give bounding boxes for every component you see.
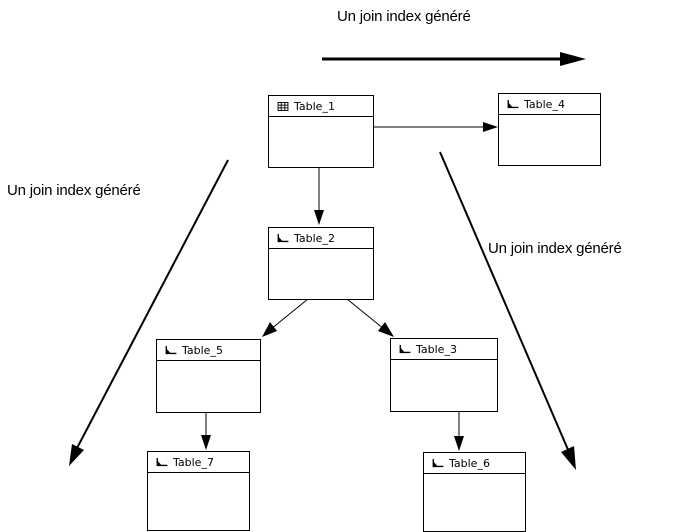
dimension-table-icon	[399, 344, 411, 353]
caption-top: Un join index généré	[337, 8, 471, 25]
table-node-table-6[interactable]: Table_6	[423, 452, 526, 532]
table-name: Table_4	[524, 97, 565, 111]
table-header: Table_5	[157, 340, 260, 361]
reference-table2-table3	[346, 298, 394, 337]
table-name: Table_5	[182, 343, 223, 357]
table-node-table-5[interactable]: Table_5	[156, 339, 261, 413]
dimension-table-icon	[165, 345, 177, 354]
reference-table1-table4	[373, 122, 498, 132]
dimension-table-icon	[277, 233, 289, 242]
table-name: Table_3	[416, 342, 457, 356]
table-header: Table_4	[499, 94, 600, 115]
table-node-table-7[interactable]: Table_7	[147, 451, 250, 531]
table-header: Table_1	[269, 96, 373, 117]
reference-table2-table5	[262, 298, 309, 337]
join-index-arrow-top	[322, 52, 586, 66]
table-name: Table_2	[294, 231, 335, 245]
table-header: Table_3	[391, 339, 497, 360]
table-name: Table_1	[294, 99, 335, 113]
reference-table1-table2	[314, 168, 324, 225]
join-index-arrow-right	[439, 151, 576, 470]
caption-right: Un join index généré	[488, 240, 622, 257]
fact-table-icon	[277, 101, 289, 111]
table-node-table-3[interactable]: Table_3	[390, 338, 498, 412]
dimension-table-icon	[432, 458, 444, 467]
table-header: Table_2	[269, 228, 373, 249]
reference-table5-table7	[201, 412, 211, 450]
reference-table3-table6	[454, 412, 464, 451]
caption-left: Un join index généré	[7, 182, 141, 199]
join-index-arrow-left	[69, 159, 229, 466]
dimension-table-icon	[156, 457, 168, 466]
table-header: Table_6	[424, 453, 525, 474]
table-name: Table_6	[449, 456, 490, 470]
table-header: Table_7	[148, 452, 249, 473]
table-name: Table_7	[173, 455, 214, 469]
table-node-table-1[interactable]: Table_1	[268, 95, 374, 168]
table-node-table-4[interactable]: Table_4	[498, 93, 601, 166]
dimension-table-icon	[507, 99, 519, 108]
table-node-table-2[interactable]: Table_2	[268, 227, 374, 300]
